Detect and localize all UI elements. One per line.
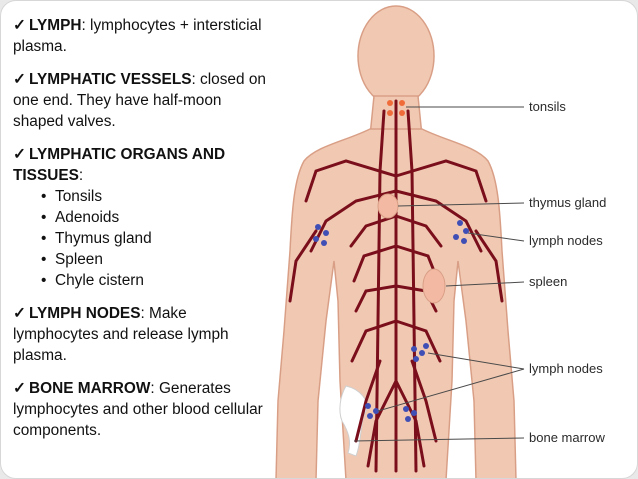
- list-item: Spleen: [41, 249, 271, 270]
- list-item: Tonsils: [41, 186, 271, 207]
- label-lymph-nodes: lymph nodes: [529, 233, 603, 248]
- label-lymph-nodes-lower: lymph nodes: [529, 361, 603, 376]
- checkmark-icon: ✓: [13, 305, 26, 322]
- note-text: : Generates lymphocytes and other blood …: [13, 380, 263, 439]
- label-thymus-gland: thymus gland: [529, 195, 607, 210]
- note-lymphatic-vessels: ✓LYMPHATIC VESSELS: closed on one end. T…: [13, 69, 271, 132]
- spleen: [422, 268, 446, 304]
- note-key: BONE MARROW: [29, 380, 151, 397]
- note-text: : closed on one end. They have half-moon…: [13, 71, 266, 130]
- note-lymphatic-organs: ✓LYMPHATIC ORGANS AND TISSUES: Tonsils A…: [13, 144, 271, 291]
- checkmark-icon: ✓: [13, 146, 26, 163]
- note-key: LYMPH NODES: [29, 305, 141, 322]
- note-lymph: ✓LYMPH: lymphocytes + intersticial plasm…: [13, 15, 271, 57]
- list-item: Adenoids: [41, 207, 271, 228]
- notes-panel: ✓LYMPH: lymphocytes + intersticial plasm…: [13, 15, 271, 453]
- body-illustration: [275, 5, 525, 478]
- checkmark-icon: ✓: [13, 71, 26, 88]
- note-key: LYMPH: [29, 17, 82, 34]
- leader-lines: [353, 106, 525, 442]
- tonsils: [387, 100, 405, 116]
- note-text: : lymphocytes + intersticial plasma.: [13, 17, 262, 55]
- list-item: Chyle cistern: [41, 270, 271, 291]
- label-tonsils: tonsils: [529, 99, 566, 114]
- lymphatic-system-figure: tonsils thymus gland lymph nodes spleen …: [256, 1, 637, 478]
- checkmark-icon: ✓: [13, 380, 26, 397]
- note-text: : Make lymphocytes and release lymph pla…: [13, 305, 229, 364]
- thymus-gland: [377, 193, 399, 219]
- note-text: :: [78, 167, 84, 184]
- label-bone-marrow: bone marrow: [529, 430, 605, 445]
- note-bone-marrow: ✓BONE MARROW: Generates lymphocytes and …: [13, 378, 271, 441]
- checkmark-icon: ✓: [13, 17, 26, 34]
- organ-list: Tonsils Adenoids Thymus gland Spleen Chy…: [41, 186, 271, 291]
- label-spleen: spleen: [529, 274, 568, 289]
- note-key: LYMPHATIC VESSELS: [29, 71, 192, 88]
- note-lymph-nodes: ✓LYMPH NODES: Make lymphocytes and relea…: [13, 303, 271, 366]
- lymph-vessels: [288, 99, 504, 473]
- note-key: LYMPHATIC ORGANS AND TISSUES: [13, 146, 226, 184]
- lymph-node-clusters: [313, 220, 469, 422]
- list-item: Thymus gland: [41, 228, 271, 249]
